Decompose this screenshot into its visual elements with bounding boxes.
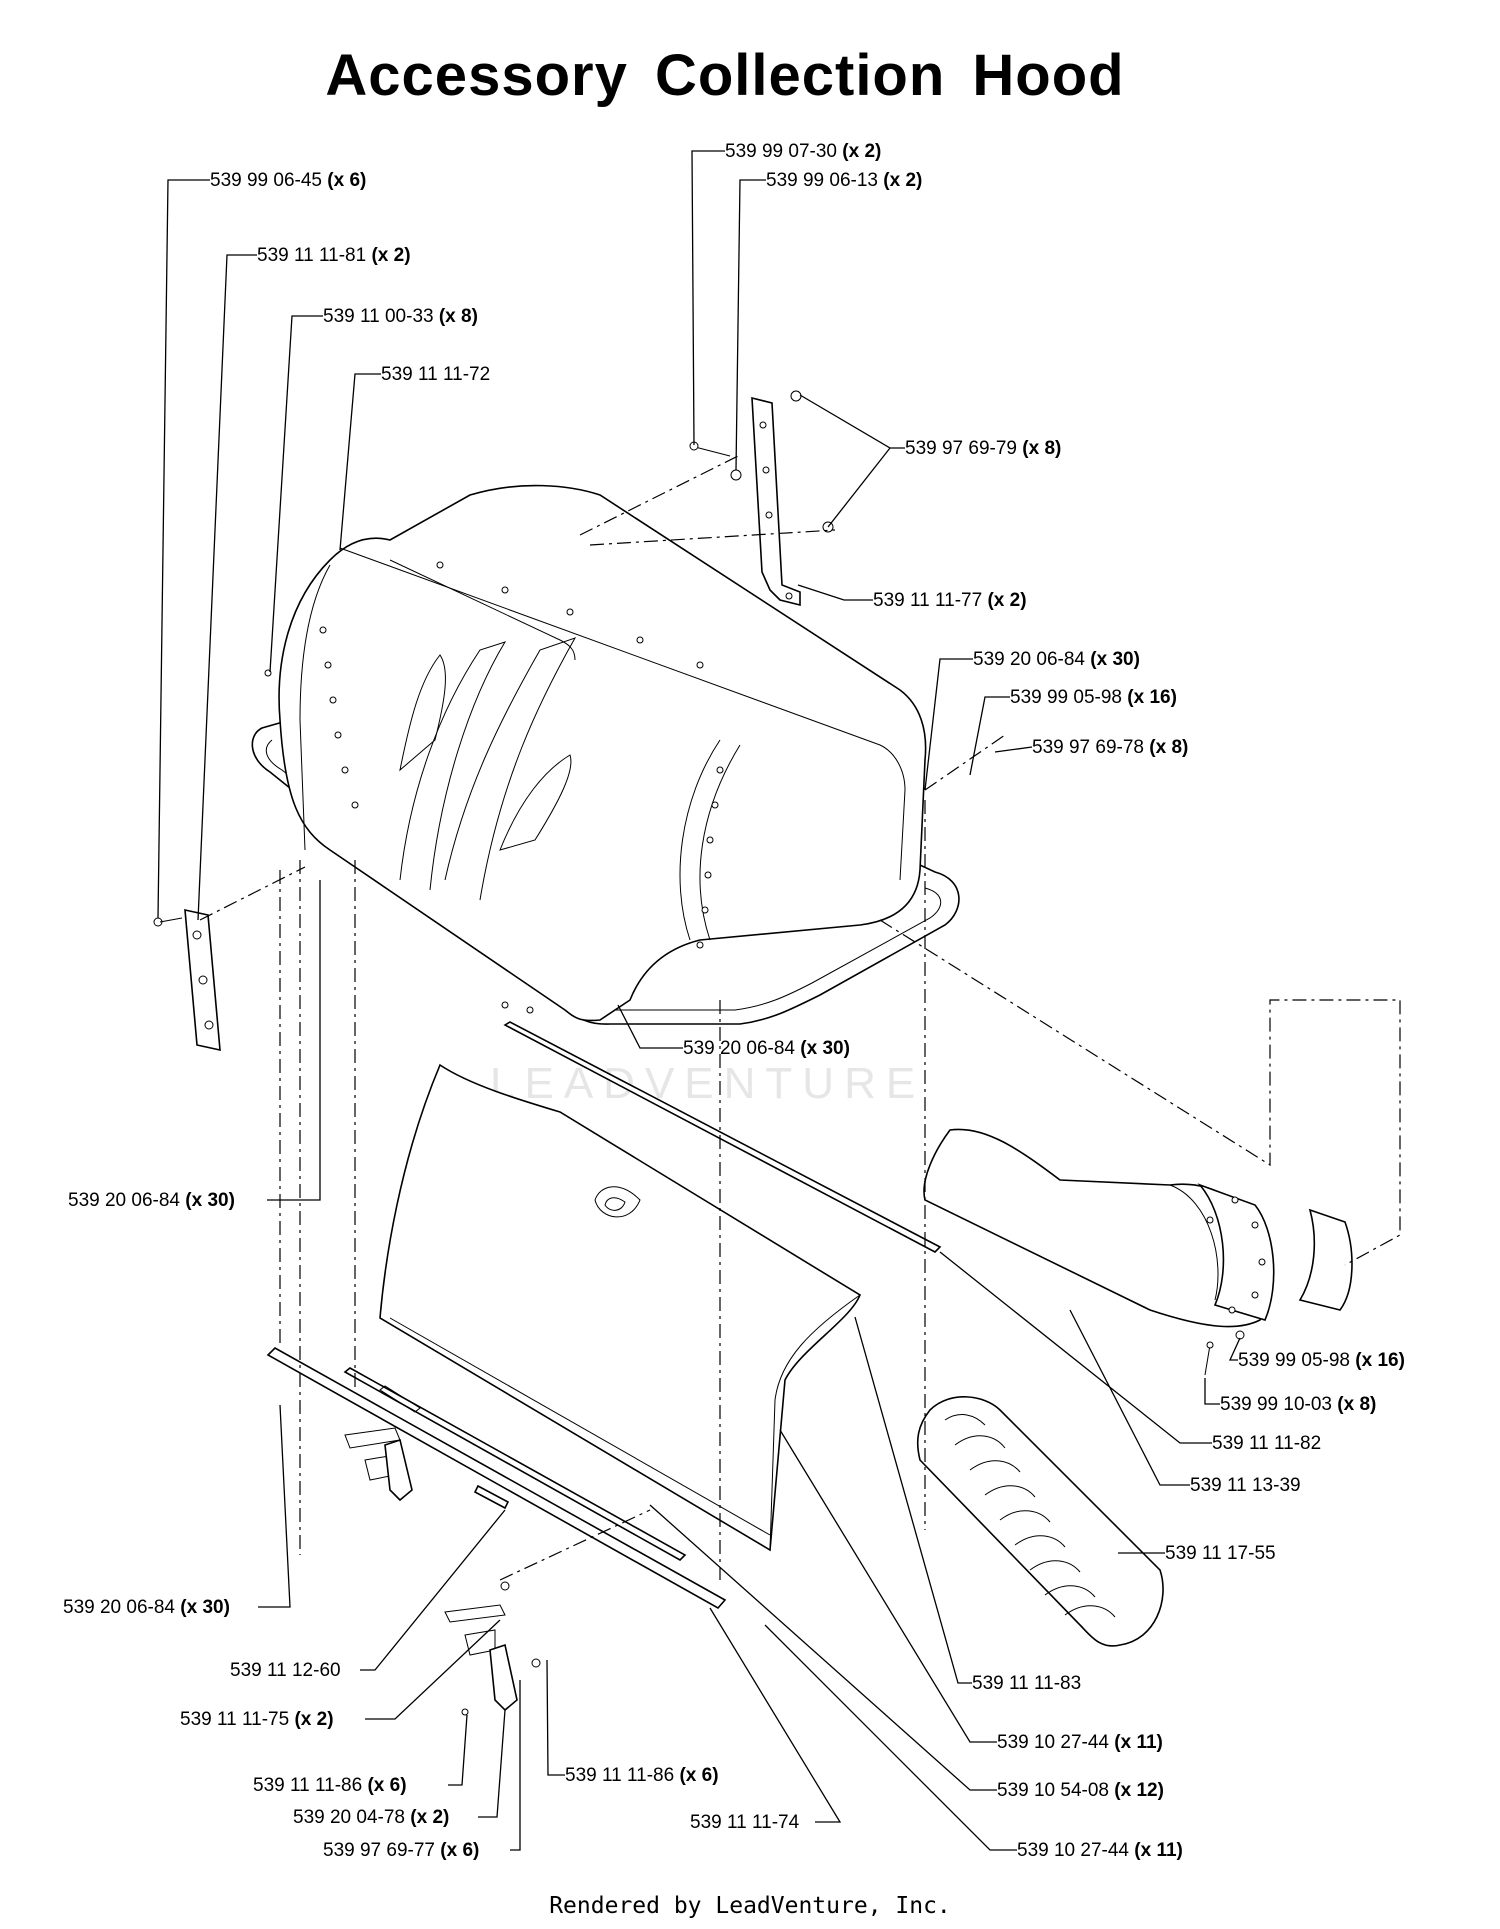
callout-27: 539 11 11-74 xyxy=(690,1812,800,1833)
hood-part xyxy=(251,484,960,1025)
callout-2: 539 11 00-33 (x 8) xyxy=(323,306,478,327)
callout-5: 539 99 06-13 (x 2) xyxy=(766,170,922,191)
callout-23: 539 11 11-86 (x 6) xyxy=(253,1775,407,1796)
hose-part xyxy=(916,1396,1164,1647)
callout-labels: 539 99 06-45 (x 6) 539 11 11-81 (x 2) 53… xyxy=(63,141,1405,1861)
chute-part xyxy=(923,1128,1353,1376)
callout-8: 539 20 06-84 (x 30) xyxy=(973,649,1140,670)
callout-9: 539 99 05-98 (x 16) xyxy=(1010,687,1177,708)
watermark: LEADVENTURE xyxy=(490,1059,925,1108)
callout-21: 539 11 11-83 xyxy=(972,1673,1081,1694)
hinge-bar-part xyxy=(266,1347,727,1610)
top-strip-part xyxy=(503,1021,942,1253)
footer-credit: Rendered by LeadVenture, Inc. xyxy=(549,1893,951,1919)
callout-1: 539 11 11-81 (x 2) xyxy=(257,245,411,266)
left-plate-part xyxy=(153,908,221,1052)
callout-6: 539 97 69-79 (x 8) xyxy=(905,438,1061,459)
assembly-lines xyxy=(199,454,1401,1581)
latch-assembly-part xyxy=(344,1427,541,1716)
leader-lines xyxy=(157,150,1241,1851)
callout-20: 539 11 11-75 (x 2) xyxy=(180,1709,334,1730)
callout-10: 539 97 69-78 (x 8) xyxy=(1032,737,1188,758)
diagram-title: Accessory Collection Hood xyxy=(325,43,1125,108)
callout-0: 539 99 06-45 (x 6) xyxy=(210,170,366,191)
callout-24: 539 11 11-86 (x 6) xyxy=(565,1765,719,1786)
callout-18: 539 20 06-84 (x 30) xyxy=(63,1597,230,1618)
callout-13: 539 99 05-98 (x 16) xyxy=(1238,1350,1405,1371)
callout-16: 539 11 13-39 xyxy=(1190,1475,1301,1496)
callout-7: 539 11 11-77 (x 2) xyxy=(873,590,1027,611)
callout-3: 539 11 11-72 xyxy=(381,364,490,385)
callout-28: 539 97 69-77 (x 6) xyxy=(323,1840,479,1861)
callout-17: 539 11 17-55 xyxy=(1165,1543,1276,1564)
door-part xyxy=(379,1063,861,1552)
callout-12: 539 20 06-84 (x 30) xyxy=(68,1190,235,1211)
callout-29: 539 10 27-44 (x 11) xyxy=(1017,1840,1183,1861)
callout-14: 539 99 10-03 (x 8) xyxy=(1220,1394,1376,1415)
callout-4: 539 99 07-30 (x 2) xyxy=(725,141,881,162)
callout-25: 539 10 54-08 (x 12) xyxy=(997,1780,1164,1801)
callout-22: 539 10 27-44 (x 11) xyxy=(997,1732,1163,1753)
callout-11: 539 20 06-84 (x 30) xyxy=(683,1038,850,1059)
callout-15: 539 11 11-82 xyxy=(1212,1433,1321,1454)
callout-19: 539 11 12-60 xyxy=(230,1660,341,1681)
callout-26: 539 20 04-78 (x 2) xyxy=(293,1807,449,1828)
